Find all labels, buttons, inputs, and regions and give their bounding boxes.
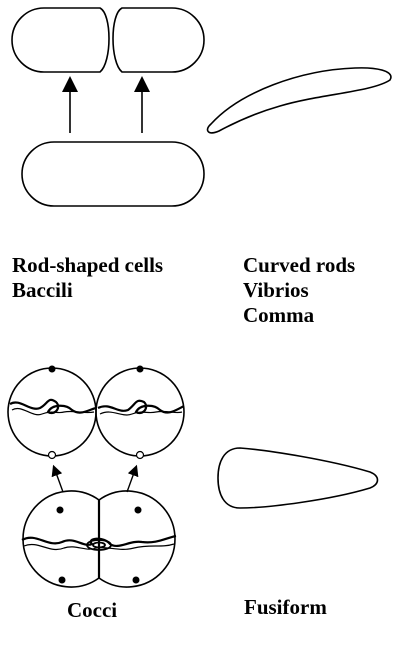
rod-daughter-cells (12, 8, 204, 72)
fusiform-label: Fusiform (244, 595, 327, 620)
curved-rods-label-line-2: Vibrios (243, 278, 355, 303)
curved-rods-label-line-1: Curved rods (243, 253, 355, 278)
cocci-arrow-left (55, 470, 63, 492)
dot (137, 366, 144, 373)
cocci-daughter-left-dna (10, 400, 96, 413)
dot (133, 577, 140, 584)
curved-rods-label-line-3: Comma (243, 303, 355, 328)
cocci-daughter-right-dna (98, 401, 184, 413)
dot (137, 452, 144, 459)
rod-daughter-left (12, 8, 109, 72)
fusiform-cell (218, 448, 378, 508)
cocci-label: Cocci (67, 598, 117, 623)
curved-rod-cell (208, 68, 391, 133)
dot (59, 577, 66, 584)
rod-shaped-label-line-2: Baccili (12, 278, 163, 303)
dot (49, 452, 56, 459)
rod-daughter-right (113, 8, 204, 72)
rod-parent-cell (22, 142, 204, 206)
rod-shaped-label: Rod-shaped cells Baccili (12, 253, 163, 303)
rod-division-arrows (70, 84, 142, 133)
cocci-division-arrows (55, 470, 135, 492)
rod-shaped-label-line-1: Rod-shaped cells (12, 253, 163, 278)
cocci-daughter-pair (8, 368, 184, 456)
dot (57, 507, 64, 514)
cocci-arrow-right (127, 470, 135, 492)
dot (49, 366, 56, 373)
cocci-parent-dividing (22, 491, 176, 587)
curved-rods-label: Curved rods Vibrios Comma (243, 253, 355, 328)
dot (135, 507, 142, 514)
